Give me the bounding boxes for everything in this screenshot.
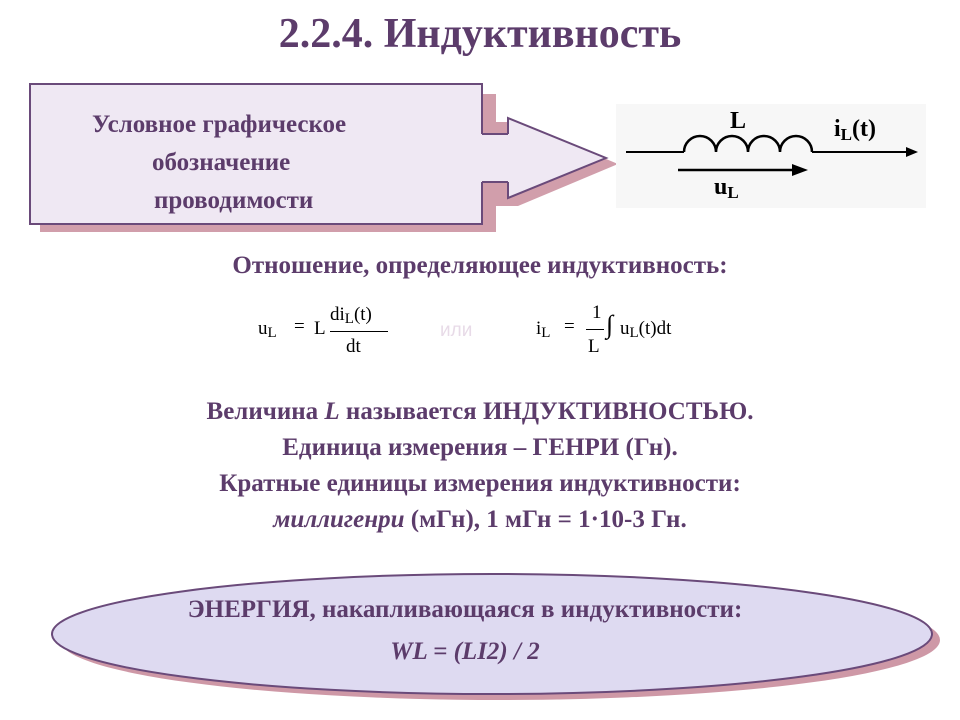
info-line-4b: (мГн), 1 мГн = 1·10-3 Гн. — [404, 506, 687, 533]
energy-ellipse-shape — [51, 573, 940, 700]
voltage-symbol: u — [714, 174, 728, 200]
f1-fraction-bar — [330, 331, 388, 332]
current-argument: (t) — [852, 116, 876, 142]
f2-integrand: uL(t)dt — [620, 318, 671, 342]
f1-coefficient: L — [314, 318, 326, 339]
info-line-4: миллигенри (мГн), 1 мГн = 1·10-3 Гн. — [0, 502, 960, 538]
current-subscript: L — [840, 125, 853, 144]
info-line-1b: L — [324, 398, 340, 425]
callout-arrow-shape — [29, 83, 618, 232]
f2-lhs-subscript: L — [541, 325, 551, 341]
relation-title: Отношение, определяющее индуктивность: — [232, 252, 728, 279]
inductor-label: L — [730, 108, 747, 134]
energy-formula: WL = (LI2) / 2 — [390, 638, 540, 665]
f2-fraction-bar — [586, 329, 604, 330]
f2-denominator: L — [588, 336, 600, 357]
current-symbol: i — [834, 116, 841, 142]
formula-voltage: uL = L diL(t) dt — [258, 300, 408, 360]
info-line-1: Величина L называется ИНДУКТИВНОСТЬЮ. — [0, 394, 960, 430]
callout-line-2: обозначение — [152, 149, 291, 176]
info-line-3: Кратные единицы измерения индуктивности: — [219, 470, 741, 497]
inductor-symbol: L iL(t) uL — [616, 104, 926, 208]
voltage-subscript: L — [727, 183, 739, 202]
f1-lhs-symbol: u — [258, 318, 268, 339]
energy-ellipse — [44, 566, 944, 706]
f1-num-subscript: L — [344, 311, 354, 327]
formula-current: iL = 1 L ∫ uL(t)dt — [536, 300, 706, 360]
inductor-diagram — [626, 134, 918, 176]
f2-equals: = — [564, 316, 575, 337]
f1-lhs-subscript: L — [267, 325, 277, 341]
f1-num-argument: (t) — [353, 304, 372, 325]
slide-title: 2.2.4. Индуктивность — [278, 11, 682, 57]
f2-var-symbol: u — [620, 318, 630, 339]
f1-num-symbol: di — [330, 304, 345, 325]
info-line-1a: Величина — [206, 398, 325, 425]
energy-line-1: ЭНЕРГИЯ, накапливающаяся в индуктивности… — [187, 596, 743, 623]
f2-lhs: iL — [536, 318, 550, 342]
info-line-1c: называется ИНДУКТИВНОСТЬЮ. — [339, 398, 754, 425]
callout-line-1: Условное графическое — [92, 111, 347, 138]
integral-symbol: ∫ — [606, 310, 614, 339]
or-label: или — [440, 320, 473, 341]
f1-denominator: dt — [346, 336, 361, 357]
voltage-label: uL — [714, 174, 739, 203]
f2-var-subscript: L — [629, 325, 639, 341]
info-line-2: Единица измерения – ГЕНРИ (Гн). — [282, 434, 678, 461]
f1-equals: = — [294, 316, 305, 337]
callout-line-3: проводимости — [154, 187, 314, 214]
inductance-info: Величина L называется ИНДУКТИВНОСТЬЮ. Ед… — [0, 394, 960, 538]
callout-arrow: Условное графическое обозначение проводи… — [28, 82, 618, 232]
f1-lhs: uL — [258, 318, 277, 342]
info-line-4a: миллигенри — [273, 506, 405, 533]
f2-lhs-symbol: i — [536, 318, 542, 339]
f2-numerator: 1 — [592, 302, 602, 323]
current-label: iL(t) — [834, 116, 876, 145]
f1-numerator: diL(t) — [330, 304, 372, 328]
f2-argument: (t)dt — [638, 318, 672, 339]
